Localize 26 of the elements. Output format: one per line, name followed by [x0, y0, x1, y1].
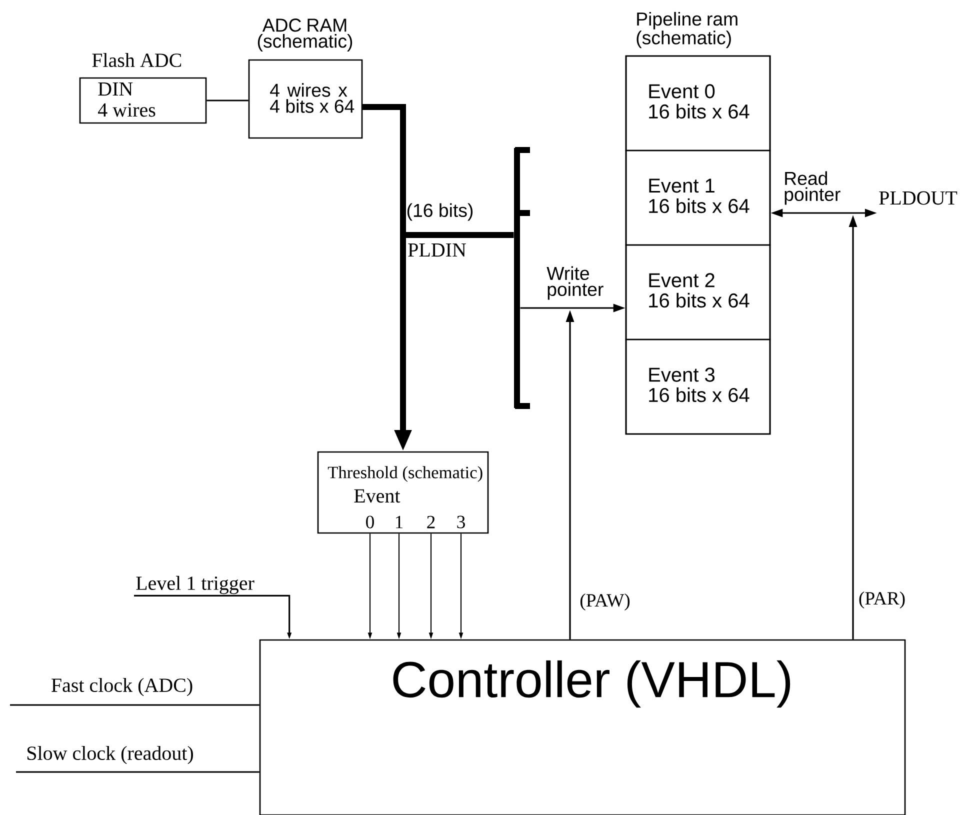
signal-line	[10, 704, 260, 706]
node-label: ADC RAM (schematic)	[258, 18, 352, 52]
bus-label: PLDIN	[408, 243, 466, 257]
memory-cell: Event 2 16 bits x 64	[625, 244, 771, 340]
signal-label: Level 1 trigger	[136, 576, 254, 594]
edge-label: (PAR)	[859, 592, 905, 608]
threshold-box: Threshold (schematic) Event 0 1 2 3	[317, 451, 489, 534]
signal-line	[16, 771, 260, 773]
edge-label: Read pointer	[784, 171, 840, 205]
edge-label: Slow clock (readout)	[27, 746, 193, 764]
controller-box: Controller (VHDL)	[259, 639, 906, 815]
signal-label: PLDOUT	[879, 191, 958, 205]
edge-label: (PAW)	[580, 594, 630, 610]
memory-cell: Event 3 16 bits x 64	[625, 338, 771, 435]
bus-line	[362, 104, 514, 238]
edge-label: (16 bits)	[407, 203, 473, 221]
ram-box: ADC RAM (schematic) 4 wires x 4 bits x 64	[248, 18, 363, 139]
node-label: Flash ADC	[92, 52, 182, 68]
memory-cell: Event 1 16 bits x 64	[625, 150, 771, 246]
edge-label: Fast clock (ADC)	[52, 678, 192, 696]
node-label: Pipeline ram (schematic)	[636, 12, 738, 48]
memory-cell: Event 0 16 bits x 64	[625, 55, 771, 152]
edge-label: Write pointer	[546, 266, 604, 300]
converter-box: Flash ADC DIN 4 wires	[79, 52, 207, 124]
bus-bar	[514, 147, 530, 409]
signal-line	[206, 100, 248, 102]
